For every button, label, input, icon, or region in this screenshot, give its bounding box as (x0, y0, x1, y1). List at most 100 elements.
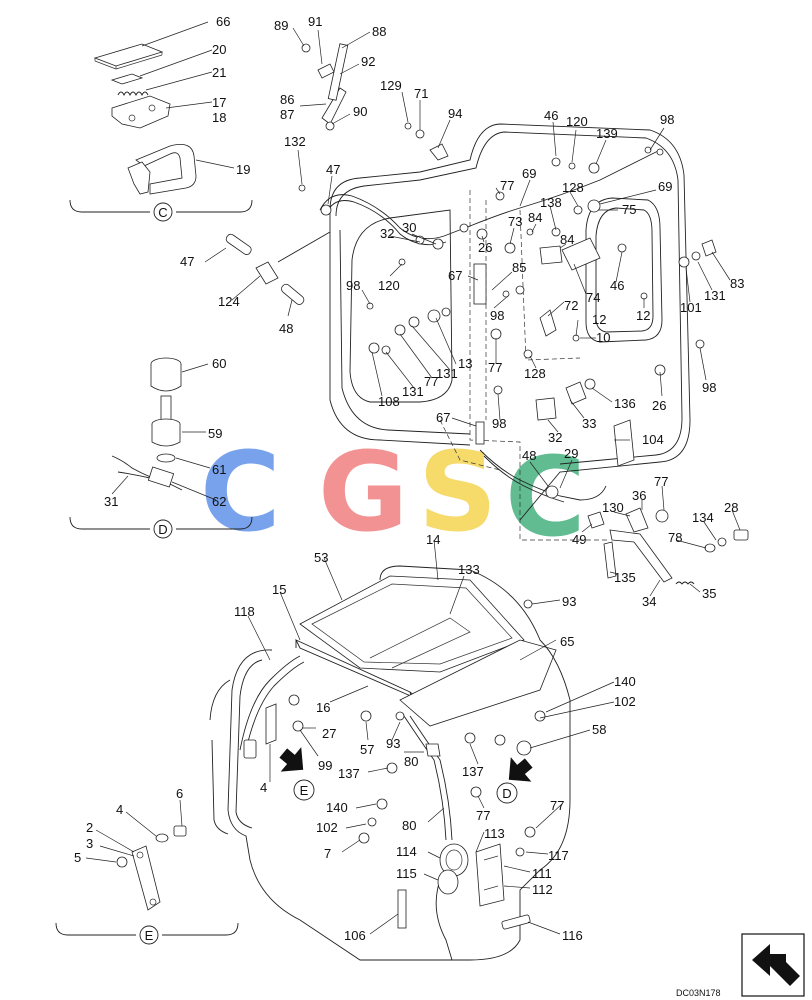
callout-labels: 66 20 21 17 18 19 89 91 88 92 86 87 90 1… (74, 14, 744, 943)
callout-53: 53 (314, 550, 328, 565)
callout-120-mid: 120 (378, 278, 400, 293)
callout-116: 116 (562, 928, 583, 943)
callout-47-frame: 47 (326, 162, 340, 177)
callout-5: 5 (74, 850, 81, 865)
callout-60: 60 (212, 356, 226, 371)
part-17-latch (111, 95, 171, 129)
view-c-marker (153, 202, 173, 222)
callout-12-right: 12 (636, 308, 650, 323)
callout-113: 113 (484, 826, 505, 841)
callout-101: 101 (680, 300, 702, 315)
callout-17: 17 (212, 95, 226, 110)
part-34-arm (609, 529, 673, 583)
part-5-nut (116, 856, 128, 868)
callout-62: 62 (212, 494, 226, 509)
navigation-arrow-icon (741, 933, 805, 997)
view-d-letter: D (158, 522, 167, 537)
callout-129: 129 (380, 78, 402, 93)
view-e-arrow-letter: E (300, 783, 309, 798)
view-d-parts: D (69, 233, 305, 539)
callout-75: 75 (622, 202, 636, 217)
callout-12-mid: 12 (592, 312, 606, 327)
callout-98-mid: 98 (490, 308, 504, 323)
callout-3: 3 (86, 836, 93, 851)
callout-36: 36 (632, 488, 646, 503)
callout-135: 135 (614, 570, 636, 585)
callout-128-mid: 128 (524, 366, 546, 381)
callout-48-left: 48 (279, 321, 293, 336)
part-20-pad (110, 73, 144, 85)
part-67-strip (473, 263, 487, 305)
callout-98-lower: 98 (492, 416, 506, 431)
callout-77-cab: 77 (476, 808, 490, 823)
callout-137-right: 137 (462, 764, 484, 779)
part-106-strip (397, 889, 407, 929)
callout-29: 29 (564, 446, 578, 461)
callout-10: 10 (596, 330, 610, 345)
callout-73: 73 (508, 214, 522, 229)
part-48-pin (281, 283, 305, 305)
view-e-parts: E (55, 825, 239, 945)
callout-106: 106 (344, 928, 366, 943)
callout-77-center: 77 (488, 360, 502, 375)
callout-33: 33 (582, 416, 596, 431)
callout-28: 28 (724, 500, 738, 515)
callout-47-left: 47 (180, 254, 194, 269)
callout-87: 87 (280, 107, 294, 122)
callout-4-view-e: 4 (116, 802, 123, 817)
part-6-bolt (173, 825, 187, 837)
callout-92: 92 (361, 54, 375, 69)
callout-134: 134 (692, 510, 714, 525)
part-62-connector (147, 466, 175, 488)
part-104-panel (613, 419, 635, 467)
view-c-parts: C (69, 43, 253, 222)
callout-136: 136 (614, 396, 636, 411)
callout-98-left: 98 (346, 278, 360, 293)
callout-59: 59 (208, 426, 222, 441)
callout-104: 104 (642, 432, 664, 447)
callout-78: 78 (668, 530, 682, 545)
callout-102-right: 102 (614, 694, 636, 709)
callout-139: 139 (596, 126, 618, 141)
callout-77-top: 77 (500, 178, 514, 193)
callout-32-upper: 32 (380, 226, 394, 241)
part-124-bolt (255, 261, 279, 285)
callout-58: 58 (592, 722, 606, 737)
callout-131-left: 131 (402, 384, 424, 399)
view-e-arrow (279, 747, 304, 772)
callout-61: 61 (212, 462, 226, 477)
callout-91: 91 (308, 14, 322, 29)
callout-32-lower: 32 (548, 430, 562, 445)
lower-cab: D E (209, 565, 571, 961)
part-53-roof-glass (299, 575, 525, 673)
callout-137-left: 137 (338, 766, 360, 781)
callout-26-upper: 26 (478, 240, 492, 255)
callout-21: 21 (212, 65, 226, 80)
callout-131-mid: 131 (436, 366, 458, 381)
callout-27: 27 (322, 726, 336, 741)
view-d-bracket (69, 516, 253, 530)
callout-88: 88 (372, 24, 386, 39)
part-116-bolt (501, 914, 531, 930)
callout-93-right: 93 (562, 594, 576, 609)
leader-lines (85, 21, 741, 935)
view-e-marker (139, 925, 159, 945)
callout-74: 74 (586, 290, 600, 305)
callout-2: 2 (86, 820, 93, 835)
callout-93-left: 93 (386, 736, 400, 751)
callout-49: 49 (572, 532, 586, 547)
callout-72: 72 (564, 298, 578, 313)
callout-140-right: 140 (614, 674, 636, 689)
callout-111: 111 (532, 866, 552, 881)
view-e-letter: E (145, 928, 154, 943)
callout-35: 35 (702, 586, 716, 601)
callout-48-right: 48 (522, 448, 536, 463)
drawing-code: DC03N178 (676, 988, 721, 998)
view-d-arrow-letter: D (502, 786, 511, 801)
callout-83: 83 (730, 276, 744, 291)
watermark-letter-2: G (318, 428, 408, 556)
view-c-bracket (69, 199, 253, 213)
callout-77-right: 77 (654, 474, 668, 489)
